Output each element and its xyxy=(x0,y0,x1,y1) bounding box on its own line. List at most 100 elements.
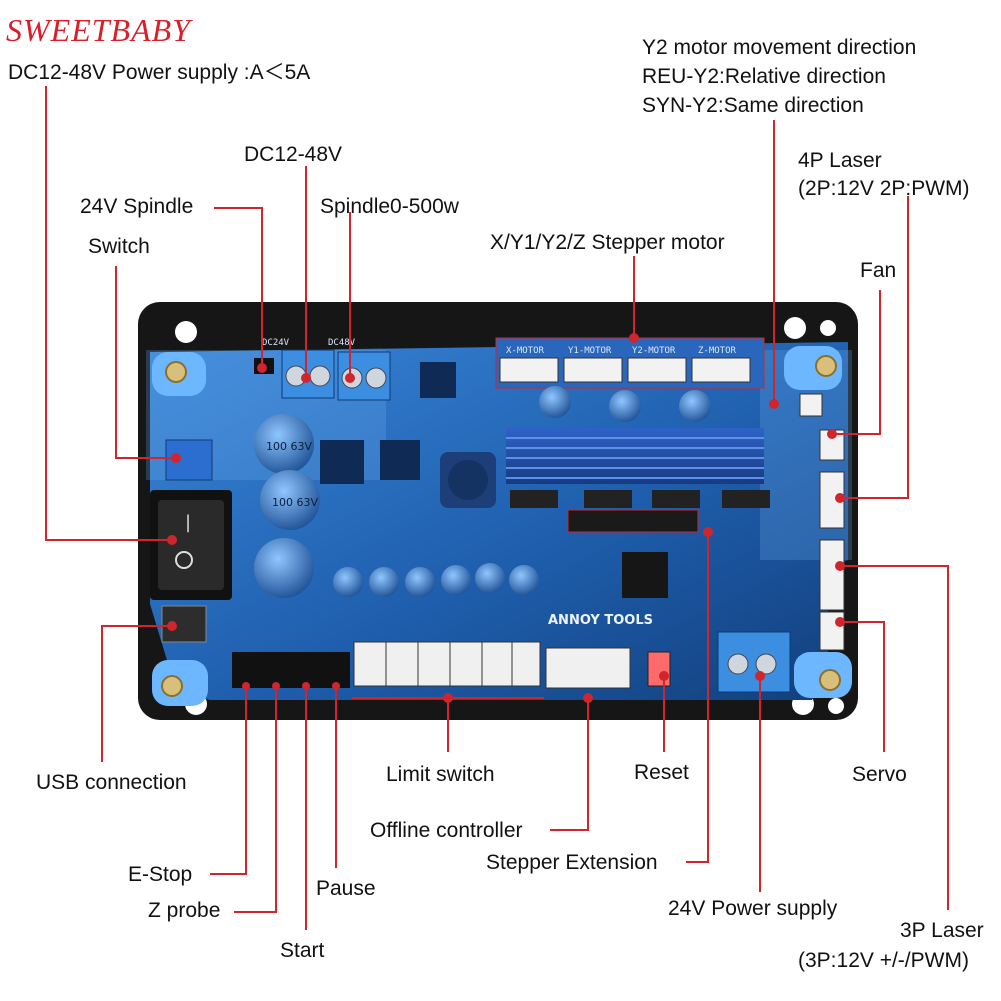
driver-chip xyxy=(722,490,770,508)
capacitor xyxy=(254,538,314,598)
microcontroller xyxy=(622,552,668,598)
label-stepper-motor: X/Y1/Y2/Z Stepper motor xyxy=(490,231,725,254)
capacitor xyxy=(405,567,435,597)
label-start: Start xyxy=(280,939,325,962)
motor-headers xyxy=(499,357,751,383)
leader-offline-controller xyxy=(550,698,589,831)
silk-x-motor: X-MOTOR xyxy=(506,346,545,356)
extension-pins xyxy=(567,509,699,533)
regulator xyxy=(420,362,456,398)
inductor-core xyxy=(448,460,488,500)
leader-dot xyxy=(835,617,845,627)
label-zprobe: Z probe xyxy=(148,899,221,922)
label-switch: Switch xyxy=(88,235,150,258)
power-switch: | xyxy=(150,490,232,600)
leader-dot xyxy=(827,429,837,439)
dc-input-terminal xyxy=(281,349,335,399)
silk-dc24v: DC24V xyxy=(262,338,290,348)
leader-dot xyxy=(443,693,453,703)
mount-hole xyxy=(828,698,844,714)
label-24v-power: 24V Power supply xyxy=(668,897,838,920)
board-logo: ANNOY TOOLS xyxy=(548,613,653,628)
driver-chip xyxy=(584,490,632,508)
label-syn-y2: SYN-Y2:Same direction xyxy=(642,94,864,117)
label-reset: Reset xyxy=(634,761,689,784)
label-spindle-power: Spindle0-500w xyxy=(320,195,459,218)
label-estop: E-Stop xyxy=(128,863,193,886)
standoff xyxy=(794,652,852,698)
leader-3p-laser xyxy=(840,565,949,910)
leader-24v-spindle xyxy=(214,207,263,368)
leader-dot xyxy=(659,671,669,681)
capacitor xyxy=(679,390,711,422)
leader-dot xyxy=(167,621,177,631)
label-fan: Fan xyxy=(860,259,897,282)
capacitor xyxy=(333,567,363,597)
driver-chip xyxy=(652,490,700,508)
silk-dc48v: DC48V xyxy=(328,338,356,348)
label-4p-laser-detail: (2P:12V 2P:PWM) xyxy=(798,177,970,200)
io-header-row xyxy=(232,641,631,689)
capacitor xyxy=(509,565,539,595)
label-3p-laser-detail: (3P:12V +/-/PWM) xyxy=(798,949,969,972)
leader-dot xyxy=(583,693,593,703)
svg-text:100 63V: 100 63V xyxy=(272,496,318,509)
silk-y2-motor: Y2-MOTOR xyxy=(632,346,676,356)
leader-estop xyxy=(210,686,247,875)
label-24v-spindle: 24V Spindle xyxy=(80,195,194,218)
capacitor xyxy=(539,386,571,418)
label-reu-y2: REU-Y2:Relative direction xyxy=(642,65,886,88)
label-usb: USB connection xyxy=(36,771,187,794)
standoff xyxy=(152,660,208,706)
driver-chip xyxy=(510,490,558,508)
label-3p-laser-title: 3P Laser xyxy=(900,919,984,942)
leader-dot xyxy=(629,333,639,343)
leader-dot xyxy=(835,493,845,503)
regulator xyxy=(380,440,420,480)
capacitor xyxy=(475,563,505,593)
leader-dot xyxy=(835,561,845,571)
mount-hole xyxy=(175,321,197,343)
leader-dot xyxy=(345,373,355,383)
leader-dot xyxy=(171,453,181,463)
label-pause: Pause xyxy=(316,877,376,900)
capacitor: 100 63V xyxy=(260,470,320,530)
leader-dot xyxy=(167,535,177,545)
leader-switch xyxy=(115,266,176,459)
leader-dot xyxy=(755,671,765,681)
standoff xyxy=(152,352,206,396)
leader-4p-laser xyxy=(840,196,909,499)
leader-usb xyxy=(101,625,172,762)
leader-dot xyxy=(769,399,779,409)
leader-dot xyxy=(257,363,267,373)
regulator xyxy=(320,440,364,484)
standoff xyxy=(784,346,842,390)
label-power-main: DC12-48V Power supply :A＜5A xyxy=(8,61,311,84)
leader-dot xyxy=(301,373,311,383)
silk-z-motor: Z-MOTOR xyxy=(698,346,737,356)
leader-servo xyxy=(840,621,885,752)
label-servo: Servo xyxy=(852,763,907,786)
leader-power-main xyxy=(45,86,172,541)
label-offline-controller: Offline controller xyxy=(370,819,523,842)
capacitor xyxy=(441,565,471,595)
silk-y1-motor: Y1-MOTOR xyxy=(568,346,612,356)
label-4p-laser-title: 4P Laser xyxy=(798,149,882,172)
heatsink xyxy=(506,428,764,484)
label-stepper-extension: Stepper Extension xyxy=(486,851,658,874)
svg-text:|: | xyxy=(185,512,191,533)
svg-text:100 63V: 100 63V xyxy=(266,440,312,453)
capacitor xyxy=(369,567,399,597)
label-y2-direction: Y2 motor movement direction xyxy=(642,36,917,59)
leader-zprobe xyxy=(234,686,277,913)
label-limit-switch: Limit switch xyxy=(386,763,495,786)
laser-3p-connector xyxy=(819,539,845,611)
capacitor xyxy=(609,390,641,422)
y2-direction-jumper xyxy=(799,393,823,417)
leader-fan xyxy=(832,290,881,435)
mount-hole xyxy=(820,320,836,336)
leader-stepper-extension xyxy=(686,532,709,863)
